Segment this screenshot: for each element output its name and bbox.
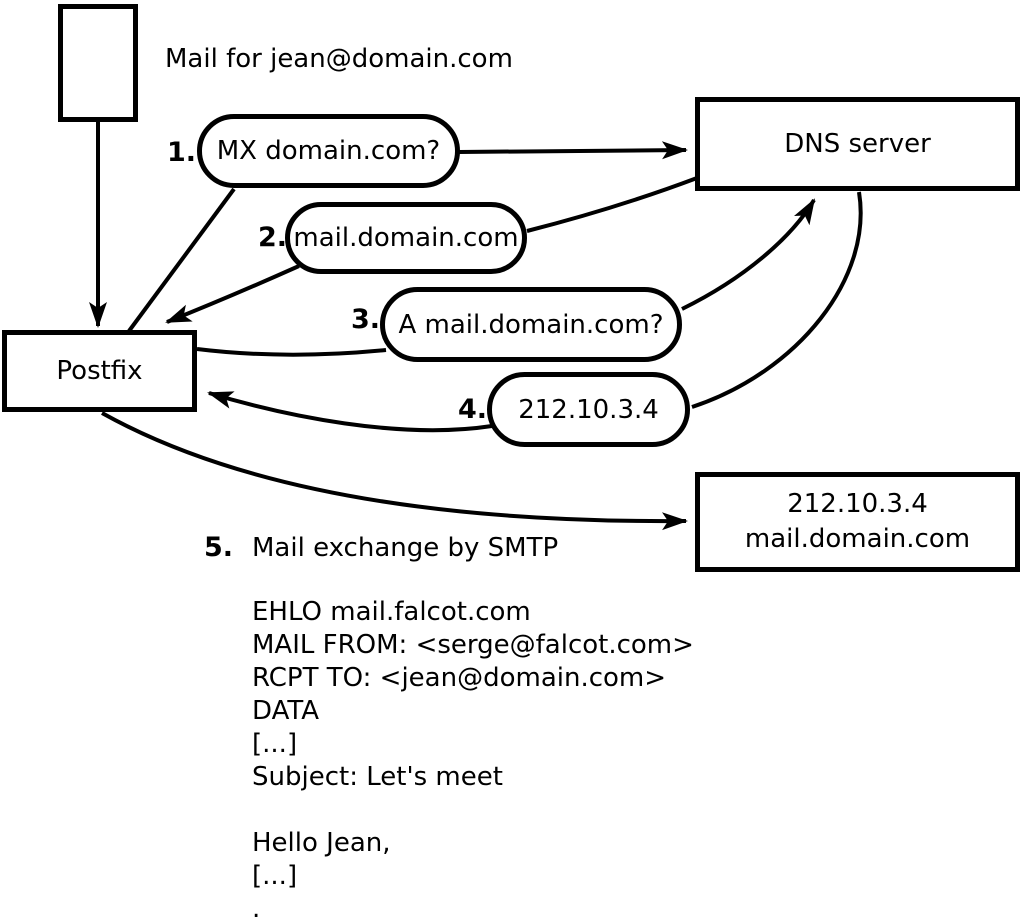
line-postfix-to-query1 [127,187,236,333]
diagram-title: Mail for jean@domain.com [165,44,513,74]
step3-number: 3. [350,304,380,335]
target-server-node: 212.10.3.4 mail.domain.com [695,472,1020,572]
line-postfix-to-query3 [196,347,387,357]
step2-number: 2. [257,222,287,253]
mail-envelope-shape [58,4,138,122]
step5-number: 5. [203,532,233,563]
step5-label: Mail exchange by SMTP [252,533,559,563]
dns-server-label: DNS server [784,129,931,159]
dns-server-node: DNS server [695,97,1020,191]
step4-number: 4. [457,394,487,425]
bubble-mx-query: MX domain.com? [197,114,460,188]
bubble-a-query: A mail.domain.com? [380,287,682,362]
bubble-a-answer: 212.10.3.4 [487,372,690,447]
bubble-mx-answer-label: mail.domain.com [293,223,519,253]
arrow-answer2-to-postfix [165,264,300,324]
step1-number: 1. [166,137,196,168]
arrow-query1-to-dns [458,141,688,160]
bubble-a-answer-label: 212.10.3.4 [518,394,659,425]
smtp-session-transcript: EHLO mail.falcot.com MAIL FROM: <serge@f… [252,597,694,919]
arrow-query3-to-dns [681,198,816,311]
line-dns-to-answer4 [691,191,863,409]
postfix-node: Postfix [2,330,197,412]
target-hostname: mail.domain.com [744,524,971,554]
postfix-label: Postfix [56,356,143,386]
arrow-smtp-to-target [101,411,688,531]
arrow-answer4-to-postfix [207,391,493,433]
bubble-a-query-label: A mail.domain.com? [398,309,664,340]
bubble-mx-query-label: MX domain.com? [216,136,441,166]
bubble-mx-answer: mail.domain.com [285,202,527,274]
target-server-label: 212.10.3.4 mail.domain.com [745,487,970,557]
target-ip: 212.10.3.4 [787,489,928,519]
line-dns-to-answer2 [526,176,698,233]
